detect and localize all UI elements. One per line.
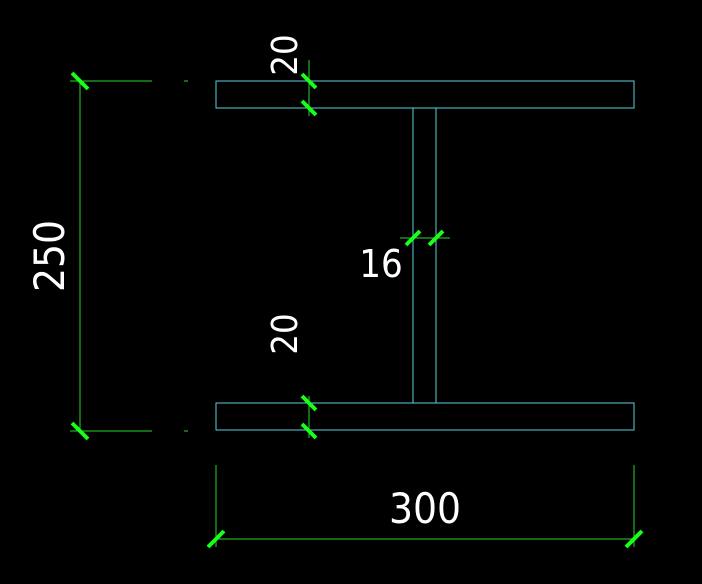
- width-tick-right: [624, 529, 644, 549]
- top-flange-tick-upper: [300, 72, 318, 90]
- top-flange-thickness-label: 20: [265, 34, 306, 75]
- width-dimension: 300: [206, 465, 644, 549]
- top-flange: [215, 80, 635, 109]
- overall-height-label: 250: [25, 220, 74, 292]
- flange-width-label: 300: [389, 484, 461, 533]
- top-flange-tick-lower: [300, 99, 318, 117]
- web-tick-right: [427, 229, 445, 247]
- web-thickness-label: 16: [359, 242, 403, 286]
- bottom-flange-thickness-label: 20: [265, 313, 306, 354]
- web-tick-left: [404, 229, 422, 247]
- height-tick-bottom: [70, 421, 90, 441]
- bottom-flange-tick-upper: [300, 394, 318, 412]
- top-flange-thickness-dimension: 20: [265, 34, 318, 117]
- bottom-flange: [215, 402, 635, 431]
- width-tick-left: [206, 529, 226, 549]
- i-beam-section: [215, 80, 635, 431]
- bottom-flange-thickness-dimension: 20: [265, 313, 318, 440]
- height-tick-top: [70, 71, 90, 91]
- web-thickness-dimension: 16: [359, 229, 450, 286]
- height-dimension: 250: [25, 71, 188, 441]
- bottom-flange-tick-lower: [300, 422, 318, 440]
